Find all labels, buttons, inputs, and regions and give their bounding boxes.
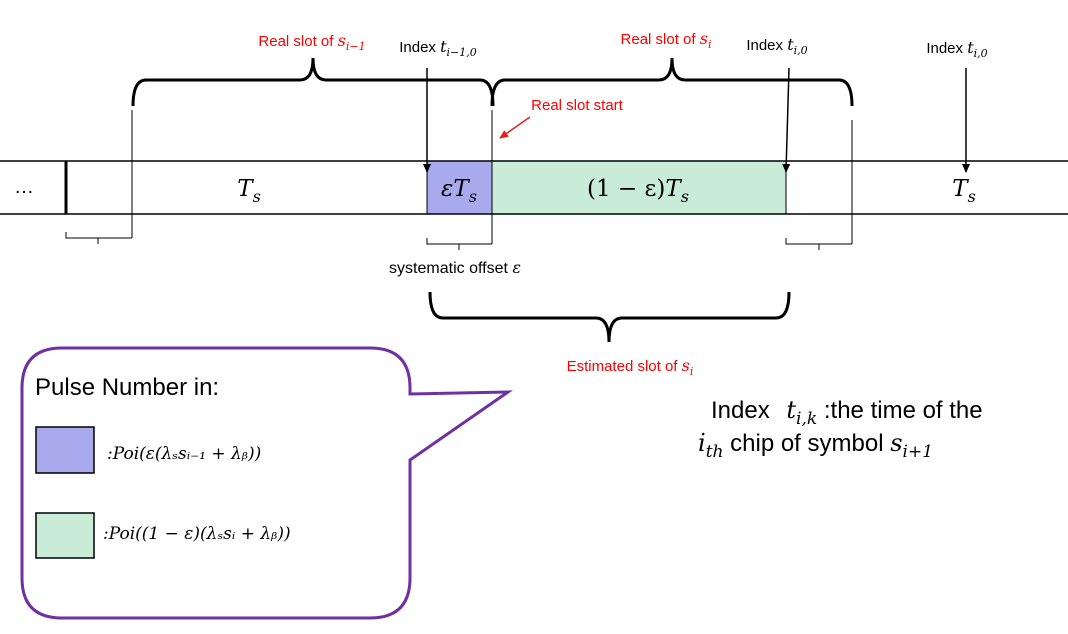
index-cur-label: Index ti,0 [746,35,807,57]
index-prev-label: Index ti−1,0 [399,37,477,59]
cell-ts-label: Ts [237,176,261,206]
callout-title: Pulse Number in: [35,374,219,401]
purple-legend-swatch [35,426,95,474]
real-slot-cur-label: Real slot of si [621,29,712,51]
pulse-number-callout [20,346,513,620]
timeline-ellipsis: … [14,176,34,198]
green-legend-swatch [35,512,95,559]
right-offset-bracket [785,238,852,250]
cell-ts-right-label: Ts [952,176,976,206]
real-slot-prev-brace [131,57,495,107]
purple-legend-formula: :Poi(ε(λₛsᵢ₋₁ + λᵦ)) [107,444,261,464]
index-note-line-1: Index ti,k :the time of the [711,396,983,429]
real-slot-cur-brace [490,57,854,107]
index-cur-arrow [782,67,791,173]
index-right-label: Index ti,0 [926,38,987,60]
real-slot-prev-label: Real slot of si−1 [258,31,365,53]
systematic-offset-label: systematic offset ε [389,258,521,277]
green-legend-formula: :Poi((1 − ε)(λₛsᵢ + λᵦ)) [103,524,291,544]
real-slot-start-arrow [499,116,531,139]
index-note-line-2: ith chip of symbol si+1 [698,429,933,462]
one-minus-epsilon-ts-box [492,161,786,214]
cell-epsilon-ts-label: εTs [441,176,477,206]
epsilon-ts-box [427,161,492,214]
systematic-offset-bracket [426,238,492,250]
estimated-slot-label: Estimated slot of si [567,356,694,378]
cell-one-minus-epsilon-ts-label: (1 − ε)Ts [587,176,689,206]
left-offset-bracket [65,232,132,244]
real-slot-start-label: Real slot start [531,97,624,114]
estimated-slot-brace [428,291,791,343]
